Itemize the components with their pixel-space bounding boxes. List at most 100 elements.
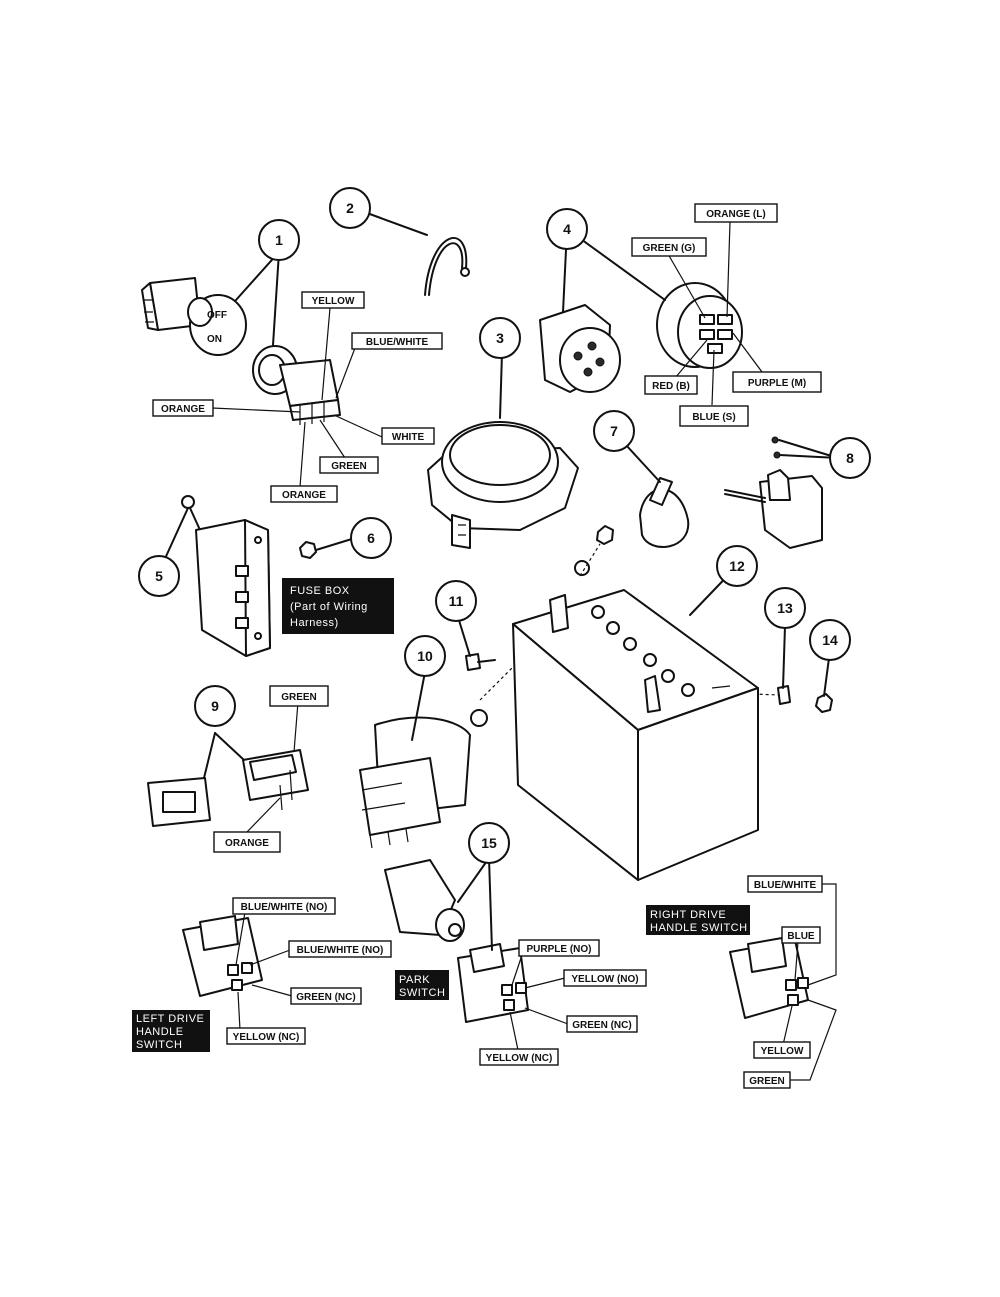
svg-text:GREEN: GREEN bbox=[749, 1076, 785, 1087]
switch1-face-off: OFF bbox=[207, 310, 227, 321]
label-p4-orange-l: ORANGE (L) bbox=[694, 203, 778, 223]
right-drive-handle-switch bbox=[729, 883, 837, 1081]
svg-text:3: 3 bbox=[496, 330, 504, 346]
svg-text:BLUE (S): BLUE (S) bbox=[692, 412, 735, 423]
svg-text:BLUE/WHITE: BLUE/WHITE bbox=[754, 880, 817, 891]
svg-text:YELLOW: YELLOW bbox=[761, 1046, 804, 1057]
svg-text:8: 8 bbox=[846, 450, 854, 466]
svg-text:Harness): Harness) bbox=[290, 617, 339, 629]
svg-text:6: 6 bbox=[367, 530, 375, 546]
callout-9: 9 bbox=[194, 685, 236, 727]
svg-text:GREEN: GREEN bbox=[331, 461, 367, 472]
callout-14: 14 bbox=[809, 619, 851, 661]
label-rd-green: GREEN bbox=[743, 1071, 791, 1089]
svg-text:PARK: PARK bbox=[399, 974, 430, 986]
part-10-relay bbox=[359, 671, 471, 849]
switch1-face-on: ON bbox=[207, 334, 222, 345]
part-1-leaders bbox=[211, 251, 383, 488]
part-2-wire bbox=[366, 212, 470, 296]
label-pk-purple-no: PURPLE (NO) bbox=[518, 939, 600, 957]
part-1-ignition-switch: OFF ON bbox=[141, 277, 341, 425]
svg-text:YELLOW: YELLOW bbox=[312, 296, 355, 307]
svg-text:5: 5 bbox=[155, 568, 163, 584]
callout-5: 5 bbox=[138, 555, 180, 597]
label-pk-yellow-no: YELLOW (NO) bbox=[563, 969, 647, 987]
svg-text:13: 13 bbox=[777, 600, 793, 616]
svg-text:14: 14 bbox=[822, 632, 838, 648]
callout-10: 10 bbox=[404, 635, 446, 677]
svg-text:ORANGE: ORANGE bbox=[225, 838, 269, 849]
svg-text:BLUE/WHITE: BLUE/WHITE bbox=[366, 337, 429, 348]
svg-text:YELLOW (NO): YELLOW (NO) bbox=[571, 974, 638, 985]
label-p1-orange-bottom: ORANGE bbox=[270, 485, 338, 503]
part-15-park-switch bbox=[384, 857, 569, 1051]
svg-text:RIGHT DRIVE: RIGHT DRIVE bbox=[650, 909, 726, 921]
label-p1-green: GREEN bbox=[319, 456, 379, 474]
svg-text:10: 10 bbox=[417, 648, 433, 664]
svg-text:ORANGE: ORANGE bbox=[282, 490, 326, 501]
svg-text:4: 4 bbox=[563, 221, 571, 237]
label-p9-green: GREEN bbox=[269, 685, 329, 707]
svg-text:ORANGE: ORANGE bbox=[161, 404, 205, 415]
svg-text:12: 12 bbox=[729, 558, 745, 574]
caption-right-drive: RIGHT DRIVE HANDLE SWITCH bbox=[646, 905, 750, 935]
svg-text:BLUE/WHITE (NO): BLUE/WHITE (NO) bbox=[241, 902, 328, 913]
label-ld-blue-white-no-2: BLUE/WHITE (NO) bbox=[288, 940, 392, 958]
caption-park: PARK SWITCH bbox=[395, 970, 449, 1000]
label-p4-purple-m: PURPLE (M) bbox=[732, 371, 822, 393]
part-3-module bbox=[427, 352, 579, 549]
callout-2: 2 bbox=[329, 187, 371, 229]
svg-text:PURPLE (NO): PURPLE (NO) bbox=[527, 944, 592, 955]
label-pk-yellow-nc: YELLOW (NC) bbox=[479, 1048, 559, 1066]
svg-text:PURPLE (M): PURPLE (M) bbox=[748, 378, 806, 389]
svg-text:HANDLE SWITCH: HANDLE SWITCH bbox=[650, 922, 748, 934]
svg-text:2: 2 bbox=[346, 200, 354, 216]
svg-text:(Part of Wiring: (Part of Wiring bbox=[290, 601, 368, 613]
label-p4-blue-s: BLUE (S) bbox=[679, 405, 749, 427]
svg-text:WHITE: WHITE bbox=[392, 432, 425, 443]
callout-11: 11 bbox=[435, 580, 477, 622]
part-11-13-14-hardware bbox=[457, 525, 833, 727]
left-drive-handle-switch bbox=[182, 911, 293, 1031]
svg-text:RED (B): RED (B) bbox=[652, 381, 690, 392]
callout-13: 13 bbox=[764, 587, 806, 629]
callout-1: 1 bbox=[258, 219, 300, 261]
label-ld-yellow-nc: YELLOW (NC) bbox=[226, 1027, 306, 1045]
svg-text:7: 7 bbox=[610, 423, 618, 439]
part-12-battery bbox=[512, 565, 759, 881]
label-p1-blue-white: BLUE/WHITE bbox=[351, 332, 443, 350]
label-p4-red-b: RED (B) bbox=[644, 375, 698, 395]
svg-text:GREEN (G): GREEN (G) bbox=[643, 243, 696, 254]
caption-left-drive: LEFT DRIVE HANDLE SWITCH bbox=[132, 1010, 210, 1052]
label-p9-orange: ORANGE bbox=[213, 831, 281, 853]
svg-text:9: 9 bbox=[211, 698, 219, 714]
svg-text:GREEN (NC): GREEN (NC) bbox=[572, 1020, 631, 1031]
svg-text:GREEN: GREEN bbox=[281, 692, 317, 703]
part-7-clamp bbox=[625, 444, 690, 548]
label-rd-yellow: YELLOW bbox=[753, 1041, 811, 1059]
callout-8: 8 bbox=[829, 437, 871, 479]
label-p1-orange-left: ORANGE bbox=[152, 399, 214, 417]
svg-text:SWITCH: SWITCH bbox=[399, 987, 445, 999]
label-p4-green-g: GREEN (G) bbox=[631, 237, 707, 257]
svg-text:FUSE BOX: FUSE BOX bbox=[290, 585, 350, 597]
callout-4: 4 bbox=[546, 208, 588, 250]
callout-6: 6 bbox=[350, 517, 392, 559]
part-5-6-fuse-box bbox=[162, 495, 356, 657]
label-pk-green-nc: GREEN (NC) bbox=[566, 1015, 638, 1033]
callout-12: 12 bbox=[716, 545, 758, 587]
label-ld-green-nc: GREEN (NC) bbox=[290, 987, 362, 1005]
callout-15: 15 bbox=[468, 822, 510, 864]
svg-text:LEFT DRIVE: LEFT DRIVE bbox=[136, 1013, 204, 1025]
svg-text:YELLOW (NC): YELLOW (NC) bbox=[233, 1032, 300, 1043]
svg-text:BLUE: BLUE bbox=[787, 931, 815, 942]
svg-text:SWITCH: SWITCH bbox=[136, 1039, 182, 1051]
part-9-rocker-switch bbox=[147, 701, 309, 835]
svg-text:11: 11 bbox=[449, 593, 464, 609]
svg-text:1: 1 bbox=[275, 232, 283, 248]
svg-text:YELLOW (NC): YELLOW (NC) bbox=[486, 1053, 553, 1064]
svg-text:HANDLE: HANDLE bbox=[136, 1026, 184, 1038]
callout-3: 3 bbox=[479, 317, 521, 359]
label-p1-white: WHITE bbox=[381, 427, 435, 445]
